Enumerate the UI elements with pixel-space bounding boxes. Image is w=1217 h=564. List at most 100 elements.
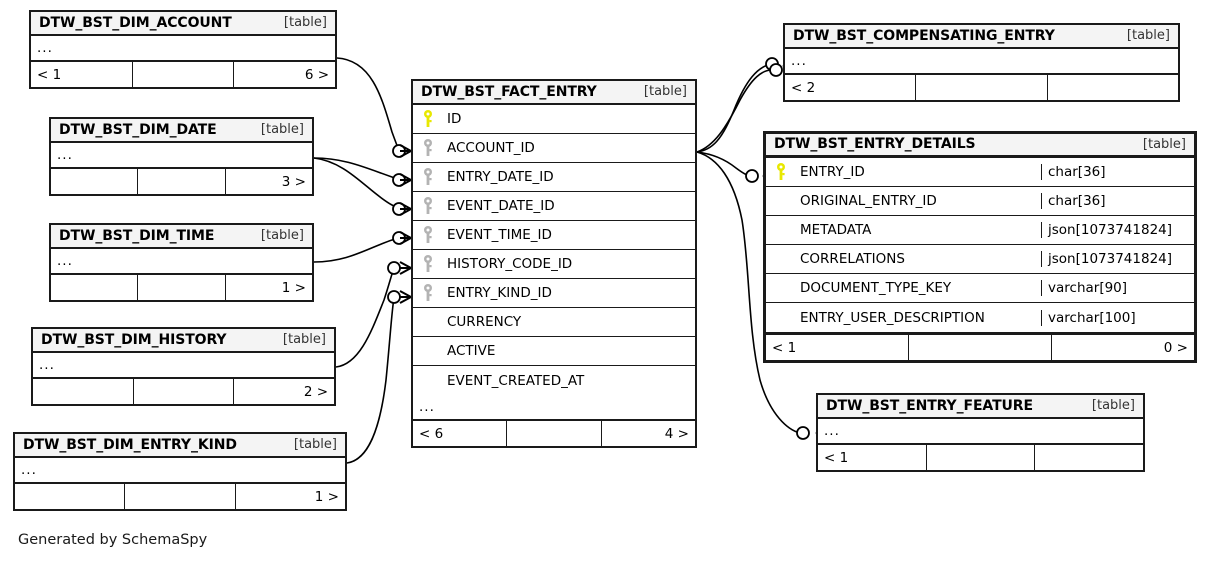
column-name: ACCOUNT_ID [447, 140, 535, 156]
diagram-caption: Generated by SchemaSpy [18, 532, 208, 548]
column-name: ENTRY_KIND_ID [447, 285, 552, 301]
column-type: char[36] [1041, 164, 1194, 180]
column-row[interactable]: ENTRY_DATE_ID [413, 163, 695, 192]
table-header-dim-date: DTW_BST_DIM_DATE [table] [51, 119, 312, 143]
inbound-relationship-count [51, 169, 137, 194]
outbound-relationship-count [1046, 75, 1178, 100]
column-row[interactable]: ACTIVE [413, 337, 695, 366]
collapsed-columns-indicator[interactable]: ... [33, 353, 334, 379]
table-node-entry-details[interactable]: DTW_BST_ENTRY_DETAILS[table] ENTRY_ID char… [763, 131, 1197, 363]
table-node-entry-feature[interactable]: DTW_BST_ENTRY_FEATURE [table]... < 1 [816, 393, 1145, 472]
table-node-fact-entry[interactable]: DTW_BST_FACT_ENTRY[table] ID ACCOUNT_ID ENT… [411, 79, 697, 448]
table-title: DTW_BST_ENTRY_FEATURE [826, 397, 1033, 414]
outbound-relationship-count: 2 > [233, 379, 334, 404]
footer-middle-cell [925, 445, 1035, 470]
outbound-relationship-count: 1 > [224, 275, 312, 300]
column-name: ACTIVE [447, 343, 496, 359]
collapsed-columns-indicator[interactable]: ... [51, 249, 312, 275]
table-footer-compensating-entry: < 2 [785, 75, 1178, 100]
column-row[interactable]: EVENT_DATE_ID [413, 192, 695, 221]
column-name: ENTRY_ID [800, 164, 865, 180]
table-node-dim-history[interactable]: DTW_BST_DIM_HISTORY[table]...2 > [31, 327, 336, 406]
table-type-tag: [table] [283, 15, 327, 30]
collapsed-columns-indicator[interactable]: ... [51, 143, 312, 169]
table-type-tag: [table] [293, 437, 337, 452]
table-footer-dim-history: 2 > [33, 379, 334, 404]
table-title: DTW_BST_ENTRY_DETAILS [774, 136, 976, 152]
column-row[interactable]: ENTRY_ID char[36] [766, 158, 1194, 187]
outbound-relationship-count: 6 > [233, 62, 335, 87]
column-row[interactable]: ID [413, 105, 695, 134]
collapsed-columns-indicator[interactable]: ... [818, 419, 1143, 445]
table-node-dim-time[interactable]: DTW_BST_DIM_TIME[table]...1 > [49, 223, 314, 302]
column-row[interactable]: HISTORY_CODE_ID [413, 250, 695, 279]
column-type: json[1073741824] [1041, 222, 1194, 238]
column-name: EVENT_CREATED_AT [447, 372, 585, 389]
footer-middle-cell [131, 62, 234, 87]
table-footer-dim-date: 3 > [51, 169, 312, 194]
foreign-key-icon [413, 168, 443, 186]
foreign-key-icon [413, 226, 443, 244]
table-header-dim-account: DTW_BST_DIM_ACCOUNT[table] [31, 12, 335, 36]
column-row[interactable]: ACCOUNT_ID [413, 134, 695, 163]
table-node-dim-date[interactable]: DTW_BST_DIM_DATE [table]...3 > [49, 117, 314, 196]
inbound-relationship-count: < 1 [824, 449, 849, 466]
footer-middle-cell [506, 421, 600, 446]
collapsed-columns-indicator[interactable]: ... [785, 49, 1178, 75]
footer-middle-cell [137, 275, 224, 300]
inbound-relationship-count: < 2 [791, 79, 816, 96]
primary-key-icon [766, 163, 796, 181]
table-type-tag: [table] [1126, 28, 1170, 43]
collapsed-columns-indicator[interactable]: ... [15, 458, 345, 484]
column-name: CURRENCY [447, 314, 522, 330]
footer-middle-cell [124, 484, 234, 509]
column-name: DOCUMENT_TYPE_KEY [800, 280, 952, 296]
table-footer-dim-time: 1 > [51, 275, 312, 300]
inbound-relationship-count: < 1 [37, 66, 62, 83]
foreign-key-icon [413, 284, 443, 302]
column-row[interactable]: ENTRY_KIND_ID [413, 279, 695, 308]
inbound-relationship-count: < 6 [419, 425, 444, 442]
table-type-tag: [table] [1091, 398, 1135, 413]
column-row[interactable]: CURRENCY [413, 308, 695, 337]
table-node-compensating-entry[interactable]: DTW_BST_COMPENSATING_ENTRY [table]... < 2 [783, 23, 1180, 102]
primary-key-icon [413, 110, 443, 128]
footer-middle-cell [908, 335, 1051, 360]
table-title: DTW_BST_COMPENSATING_ENTRY [793, 27, 1055, 44]
table-header-dim-time: DTW_BST_DIM_TIME[table] [51, 225, 312, 249]
table-title: DTW_BST_DIM_ENTRY_KIND [23, 436, 237, 453]
table-title: DTW_BST_DIM_HISTORY [41, 331, 227, 348]
table-header-fact-entry: DTW_BST_FACT_ENTRY[table] [413, 81, 695, 105]
table-title: DTW_BST_DIM_DATE [59, 121, 217, 138]
column-name: EVENT_DATE_ID [447, 198, 555, 214]
table-type-tag: [table] [260, 122, 304, 137]
collapsed-columns-indicator[interactable]: ... [413, 395, 695, 421]
column-row[interactable]: DOCUMENT_TYPE_KEY varchar[90] [766, 274, 1194, 303]
table-node-dim-entry-kind[interactable]: DTW_BST_DIM_ENTRY_KIND [table]...1 > [13, 432, 347, 511]
table-node-dim-account[interactable]: DTW_BST_DIM_ACCOUNT[table]... < 1 6 > [29, 10, 337, 89]
column-row[interactable]: EVENT_TIME_ID [413, 221, 695, 250]
column-name: ID [447, 111, 462, 127]
table-header-entry-details: DTW_BST_ENTRY_DETAILS[table] [766, 134, 1194, 158]
collapsed-columns-indicator[interactable]: ... [31, 36, 335, 62]
column-row[interactable]: EVENT_CREATED_AT [413, 366, 695, 395]
column-type: varchar[90] [1041, 280, 1194, 296]
column-name: ENTRY_DATE_ID [447, 169, 554, 185]
table-title: DTW_BST_DIM_TIME [59, 227, 215, 244]
table-footer-dim-entry-kind: 1 > [15, 484, 345, 509]
outbound-relationship-count: 3 > [224, 169, 312, 194]
outbound-relationship-count: 1 > [234, 484, 345, 509]
footer-middle-cell [915, 75, 1046, 100]
footer-separator [766, 332, 1194, 335]
foreign-key-icon [413, 139, 443, 157]
foreign-key-icon [413, 255, 443, 273]
inbound-relationship-count [33, 379, 133, 404]
outbound-relationship-count [1034, 445, 1143, 470]
